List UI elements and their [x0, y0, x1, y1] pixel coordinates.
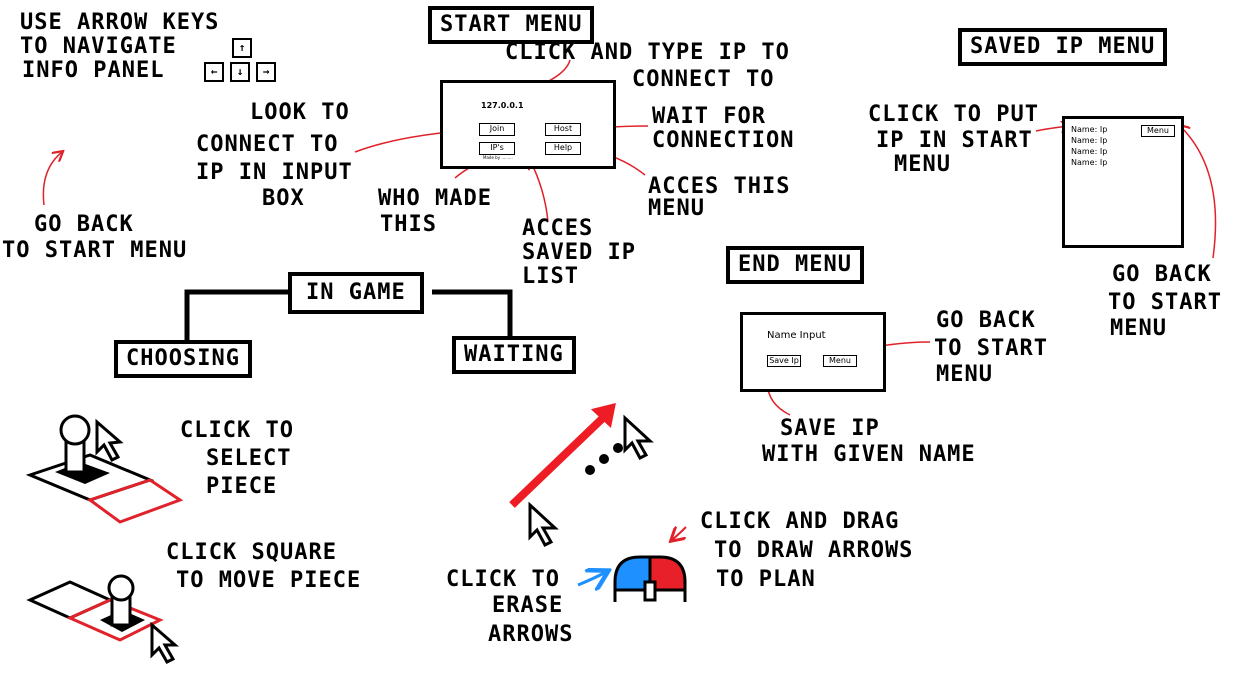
select-line-1: CLICK TO: [180, 418, 294, 443]
arrow-ips: [530, 160, 549, 223]
down-key-icon: ↓: [230, 62, 250, 82]
end-menu-mockup: Name Input Save Ip Menu: [740, 312, 886, 392]
ann-put-2: IP IN START: [876, 128, 1033, 153]
saved-ip-row[interactable]: Name: Ip: [1071, 147, 1108, 156]
erase-line-1: CLICK TO: [446, 567, 560, 592]
move-piece-drawing: [26, 574, 180, 664]
arrow-erase: [577, 572, 606, 585]
saved-ip-mockup: Name: Ip Name: Ip Name: Ip Name: Ip Menu: [1062, 116, 1184, 248]
ann-wait-1: WAIT FOR: [652, 104, 766, 129]
start-menu-mockup: 127.0.0.1 Join Host IP's Help Made by ..…: [440, 80, 616, 169]
ann-join-3: IP IN INPUT: [196, 160, 353, 185]
choosing-state: CHOOSING: [114, 340, 252, 378]
draw-line-1: CLICK AND DRAG: [700, 509, 900, 534]
help-button[interactable]: Help: [545, 142, 581, 155]
ip-input[interactable]: 127.0.0.1: [481, 101, 524, 110]
saved-ip-menu-title: SAVED IP MENU: [958, 28, 1168, 66]
end-menu-button[interactable]: Menu: [823, 355, 857, 367]
go-back-line-2: TO START MENU: [2, 238, 188, 263]
left-key-icon: ←: [204, 62, 224, 82]
arrow-draw: [672, 527, 687, 540]
erase-line-3: ARROWS: [488, 622, 574, 647]
waiting-state: WAITING: [452, 336, 576, 374]
end-menu-title: END MENU: [726, 246, 864, 284]
select-line-3: PIECE: [206, 474, 278, 499]
ann-help-2: MENU: [648, 196, 705, 221]
ann-end-back-3: MENU: [936, 362, 993, 387]
ann-saved-back-2: TO START: [1108, 290, 1222, 315]
arrow-saved-back: [1180, 126, 1217, 259]
join-button[interactable]: Join: [479, 123, 515, 136]
saved-ip-row[interactable]: Name: Ip: [1071, 158, 1108, 167]
right-key-icon: →: [256, 62, 276, 82]
ann-join-2: CONNECT TO: [196, 132, 339, 157]
arrow-go-back-left: [42, 152, 62, 206]
eraser-drawing: [613, 555, 687, 602]
erase-line-2: ERASE: [492, 593, 564, 618]
ann-put-1: CLICK TO PUT: [868, 102, 1039, 127]
ann-wait-2: CONNECTION: [652, 128, 795, 153]
ann-end-back-1: GO BACK: [936, 308, 1036, 333]
ann-put-3: MENU: [894, 152, 951, 177]
ann-help-1: ACCES THIS: [648, 174, 791, 199]
name-input[interactable]: Name Input: [767, 330, 826, 341]
in-game-title: IN GAME: [288, 272, 424, 314]
tree-line-right: [432, 289, 513, 340]
ips-button[interactable]: IP's: [479, 142, 515, 155]
ann-who-1: WHO MADE: [378, 186, 492, 211]
ann-join-1: LOOK TO: [250, 100, 350, 125]
draw-line-2: TO DRAW ARROWS: [714, 538, 914, 563]
ann-type-ip-2: CONNECT TO: [632, 67, 775, 92]
start-menu-title: START MENU: [428, 6, 595, 44]
select-piece-drawing: [25, 414, 184, 524]
tree-line-left: [184, 289, 290, 345]
saved-ip-row[interactable]: Name: Ip: [1071, 125, 1108, 134]
draw-line-3: TO PLAN: [716, 567, 816, 592]
ann-ips-2: SAVED IP: [522, 240, 636, 265]
host-button[interactable]: Host: [545, 123, 581, 136]
ann-saved-back-1: GO BACK: [1112, 262, 1212, 287]
go-back-line-1: GO BACK: [34, 212, 134, 237]
move-line-2: TO MOVE PIECE: [176, 568, 362, 593]
saved-menu-button[interactable]: Menu: [1141, 125, 1175, 137]
info-line-3: INFO PANEL: [22, 58, 165, 83]
ann-join-4: BOX: [262, 186, 305, 211]
save-ip-button[interactable]: Save Ip: [767, 355, 801, 367]
up-key-icon: ↑: [232, 38, 252, 58]
select-line-2: SELECT: [206, 446, 292, 471]
move-line-1: CLICK SQUARE: [166, 540, 337, 565]
ann-who-2: THIS: [380, 212, 437, 237]
ann-ips-3: LIST: [522, 264, 579, 289]
ann-saved-back-3: MENU: [1110, 316, 1167, 341]
ann-ips-1: ACCES: [522, 216, 594, 241]
ann-type-ip-1: CLICK AND TYPE IP TO: [505, 40, 790, 65]
ann-end-back-2: TO START: [934, 336, 1048, 361]
info-line-2: TO NAVIGATE: [20, 34, 177, 59]
made-by-footer[interactable]: Made by .........: [483, 155, 513, 160]
ann-save-1: SAVE IP: [780, 416, 880, 441]
info-line-1: USE ARROW KEYS: [20, 10, 220, 35]
ann-save-2: WITH GIVEN NAME: [762, 442, 976, 467]
saved-ip-row[interactable]: Name: Ip: [1071, 136, 1108, 145]
draw-arrow-drawing: [509, 402, 654, 547]
